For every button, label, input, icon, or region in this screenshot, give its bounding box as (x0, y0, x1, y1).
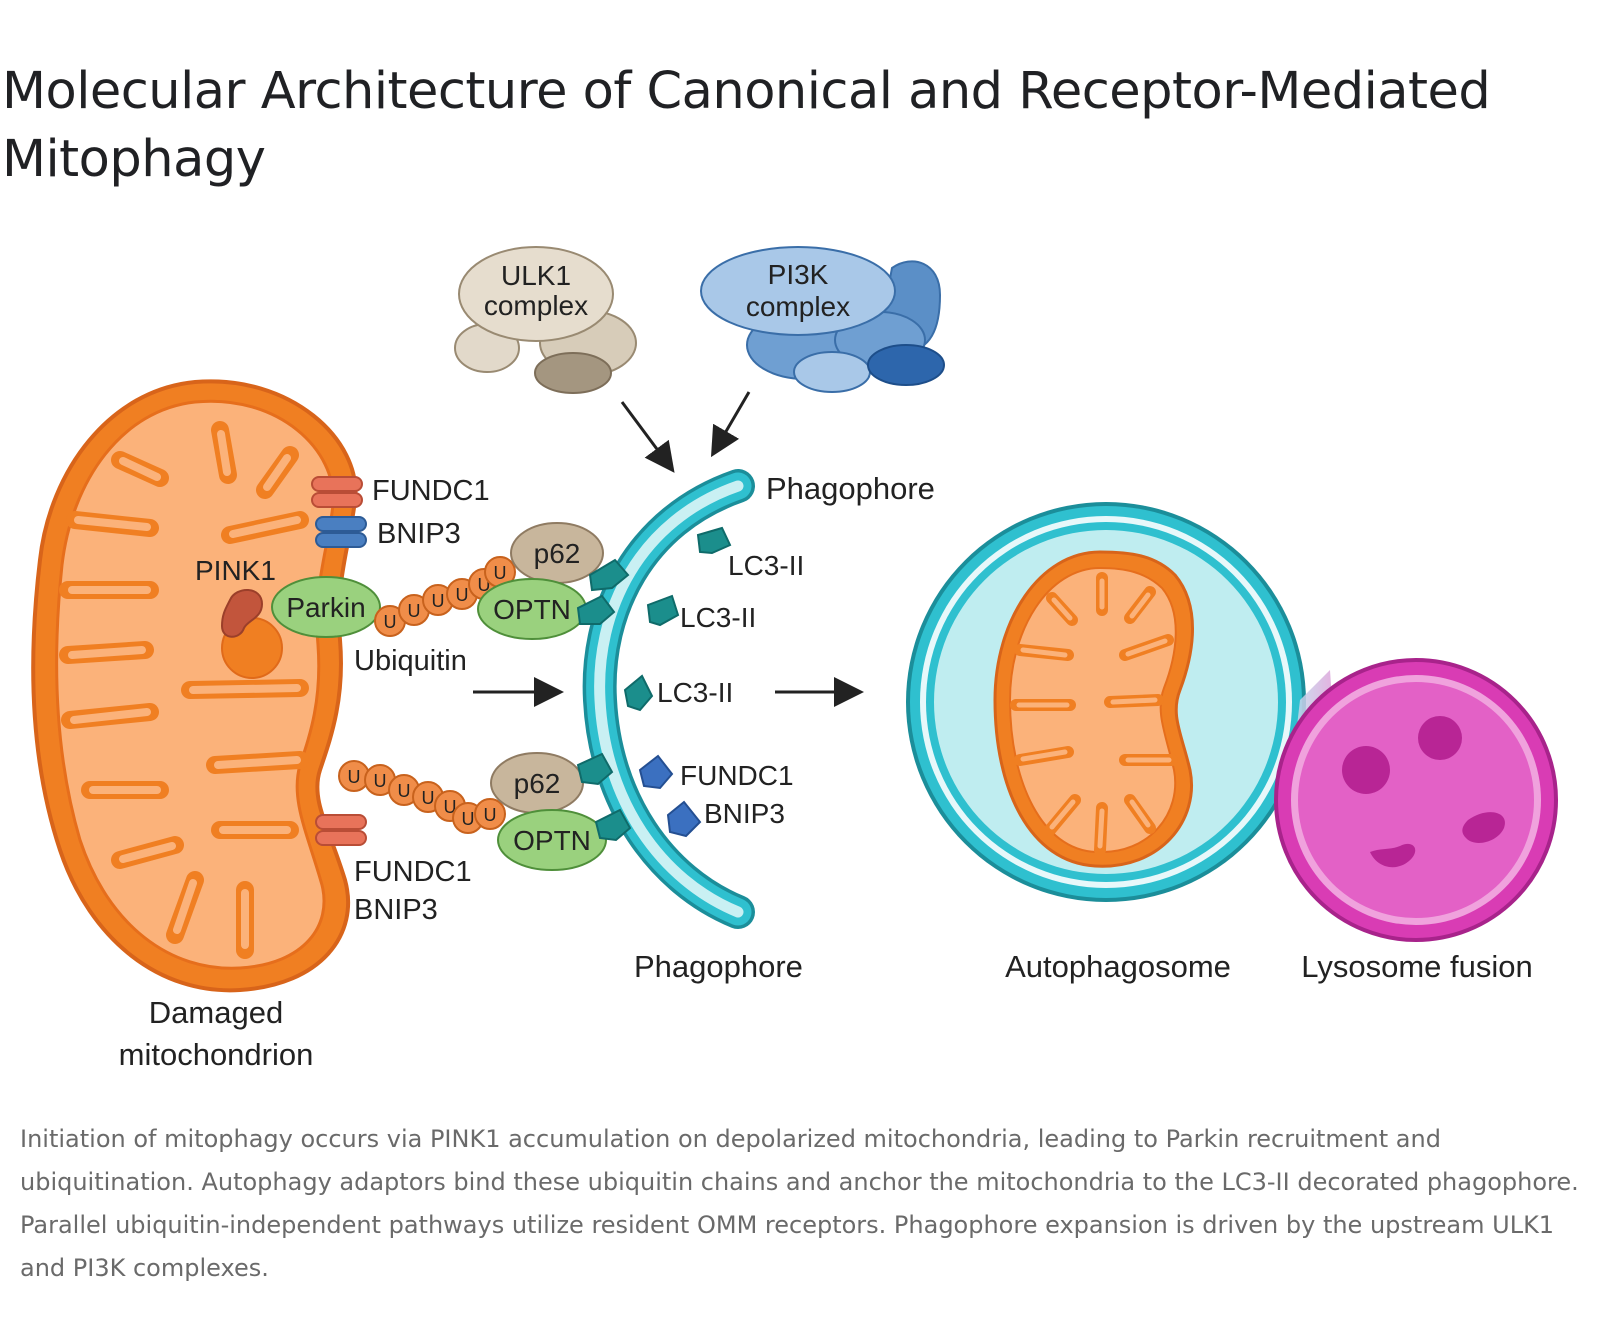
lc3-ii-label-2: LC3-II (680, 602, 756, 633)
lysosome-fusion-label: Lysosome fusion (1301, 949, 1532, 984)
ubiquitin-bead-label: U (384, 612, 397, 632)
bnip3-label-top: BNIP3 (377, 518, 461, 550)
autophagosome-label: Autophagosome (1005, 949, 1231, 984)
lc3-docking-bottom-2 (594, 808, 632, 842)
arrow-ulk1-to-phagophore (620, 401, 675, 473)
optn-adaptor-bottom (497, 809, 607, 871)
figure-caption: Initiation of mitophagy occurs via PINK1… (20, 1125, 1579, 1282)
optn-label-top: OPTN (493, 594, 571, 625)
fundc1-receptor-bottom (315, 814, 367, 846)
pink1-label: PINK1 (195, 555, 276, 586)
arrow-pi3k-to-phagophore (710, 391, 751, 458)
parkin-label: Parkin (286, 592, 365, 623)
ubiquitin-bead-label: U (462, 809, 475, 829)
lc3-ii-label-3: LC3-II (657, 677, 733, 708)
bnip3-label-right: BNIP3 (704, 798, 785, 829)
fundc1-label-right: FUNDC1 (680, 760, 794, 791)
lysosome (1274, 658, 1558, 942)
ubiquitin-bead-label: U (398, 781, 411, 801)
fundc1-shape-right (638, 754, 674, 790)
ubiquitin-bead-label: U (348, 767, 361, 787)
bnip3-shape-right (666, 800, 702, 838)
fundc1-receptor-top (311, 476, 363, 508)
ubiquitin-bead (474, 798, 506, 830)
lc3-docking-top-2 (576, 594, 616, 625)
ubiquitin-bead-label: U (408, 601, 421, 621)
lc3-docking-top-1 (588, 558, 630, 592)
p62-label-bottom: p62 (514, 768, 561, 799)
page-title: Molecular Architecture of Canonical and … (2, 62, 1491, 189)
lc3-docking-bottom-1 (576, 752, 614, 786)
damaged-mitochondrion-label-line1: Damaged (149, 995, 283, 1030)
lc3-ii-label-1: LC3-II (728, 550, 804, 581)
bnip3-receptor-top (315, 516, 367, 548)
ubiquitin-bead-label: U (456, 585, 469, 605)
ulk1-label-line1: ULK1 (501, 260, 571, 291)
ubiquitin-bead-label: U (494, 563, 507, 583)
pi3k-label-line1: PI3K (768, 259, 829, 290)
p62-label-top: p62 (534, 538, 581, 569)
ubiquitin-label: Ubiquitin (354, 645, 467, 677)
lc3-ii-shape-1 (696, 526, 732, 555)
pi3k-label-line2: complex (746, 291, 850, 322)
ubiquitin-bead-label: U (422, 788, 435, 808)
lc3-ii-shape-2 (646, 594, 680, 627)
phagophore-label-bottom: Phagophore (634, 949, 803, 984)
optn-label-bottom: OPTN (513, 825, 591, 856)
damaged-mitochondrion (31, 379, 358, 993)
fundc1-label-bottom: FUNDC1 (354, 856, 472, 888)
ulk1-complex (454, 246, 637, 394)
damaged-mitochondrion-label-line2: mitochondrion (119, 1037, 314, 1072)
ubiquitin-bead-label: U (374, 771, 387, 791)
engulfed-mitochondrion (993, 550, 1194, 868)
ubiquitin-bead-label: U (432, 591, 445, 611)
phagophore-membrane (582, 469, 755, 929)
parkin-protein (271, 576, 381, 638)
bnip3-label-bottom: BNIP3 (354, 894, 438, 926)
ulk1-label-line2: complex (484, 290, 588, 321)
ubiquitin-bead-label: U (484, 805, 497, 825)
pink1-protein (220, 589, 283, 679)
fundc1-label-top: FUNDC1 (372, 475, 490, 507)
phagophore-label-top: Phagophore (766, 471, 935, 506)
lc3-ii-shape-3 (623, 674, 654, 712)
pi3k-complex (700, 246, 945, 393)
